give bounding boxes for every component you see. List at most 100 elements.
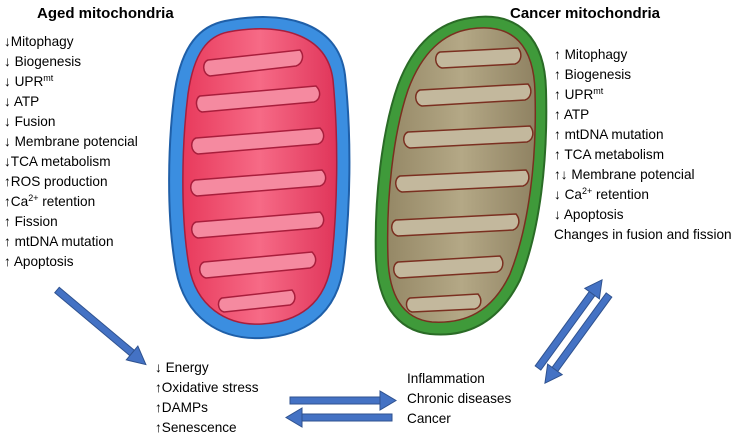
cancer-feature-item-text: mtDNA mutation (560, 127, 664, 142)
aged-feature-item-superscript: mt (43, 73, 54, 83)
change-arrow: ↑ (155, 380, 162, 395)
aged-feature-item-text-suffix: retention (38, 194, 96, 209)
cancer-feature-item: ↑↓ Membrane potencial (554, 165, 732, 185)
change-arrow: ↑ (554, 47, 561, 62)
consequences-to-outcomes-arrow (289, 390, 397, 411)
cancer-feature-item: ↑ UPRmt (554, 85, 732, 105)
cancer-feature-item-text: Biogenesis (560, 67, 632, 82)
aged-feature-item: ↓Mitophagy (4, 32, 138, 52)
change-arrow: ↑ (4, 234, 11, 249)
aged-feature-item-superscript: 2+ (28, 193, 39, 203)
cancer-feature-item: Changes in fusion and fission (554, 225, 732, 245)
aged-feature-item-text: Mitophagy (10, 34, 74, 49)
aged-cristae (190, 49, 327, 313)
consequence-item: ↑Oxidative stress (155, 378, 259, 398)
change-arrow: ↓ (4, 114, 11, 129)
consequence-item: ↑Senescence (155, 418, 259, 438)
cancer-to-outcomes-arrow (544, 292, 613, 385)
aged-feature-item: ↓ Membrane potencial (4, 132, 138, 152)
change-arrow: ↓ (4, 54, 11, 69)
cancer-feature-item-text: ATP (560, 107, 590, 122)
cancer-feature-item-text: Membrane potencial (567, 167, 695, 182)
aged-feature-item: ↓ Biogenesis (4, 52, 138, 72)
change-arrow: ↓ (4, 34, 11, 49)
change-arrow: ↑ (554, 67, 561, 82)
consequence-item: ↑DAMPs (155, 398, 259, 418)
change-arrow: ↓ (4, 134, 11, 149)
aged-feature-item: ↓ Fusion (4, 112, 138, 132)
aged-feature-item-text: mtDNA mutation (10, 234, 114, 249)
aged-feature-item-text: Apoptosis (10, 254, 74, 269)
aged-feature-item: ↓TCA metabolism (4, 152, 138, 172)
outcome-item-text: Chronic diseases (407, 391, 512, 406)
consequence-item-text: Energy (161, 360, 209, 375)
change-arrow: ↑ (554, 127, 561, 142)
change-arrow: ↑ (4, 214, 11, 229)
aged-to-consequences-arrow (54, 286, 147, 366)
change-arrow: ↑ (554, 87, 561, 102)
cancer-feature-item-text: Apoptosis (560, 207, 624, 222)
consequence-item-text: Senescence (161, 420, 237, 435)
cancer-feature-item-text: UPR (560, 87, 594, 102)
change-arrow: ↑ (4, 194, 11, 209)
aged-feature-item-text: Ca (10, 194, 29, 209)
change-arrow: ↑ (554, 147, 561, 162)
consequence-item-text: Oxidative stress (161, 380, 259, 395)
flow-arrows (54, 278, 613, 428)
aged-feature-item-text: ATP (10, 94, 40, 109)
aged-feature-item: ↓ UPRmt (4, 72, 138, 92)
change-arrow: ↓ (554, 187, 561, 202)
change-arrow: ↑ (4, 254, 11, 269)
change-arrow: ↑ (155, 400, 162, 415)
aged-feature-item-text: Biogenesis (10, 54, 82, 69)
outcome-item: Chronic diseases (407, 389, 511, 409)
cancer-feature-item-text: Mitophagy (560, 47, 628, 62)
aged-feature-item-text: UPR (10, 74, 44, 89)
aged-feature-item-text: TCA metabolism (10, 154, 111, 169)
consequence-item: ↓ Energy (155, 358, 259, 378)
outcome-item: Cancer (407, 409, 511, 429)
cancer-feature-item: ↑ mtDNA mutation (554, 125, 732, 145)
consequence-item-text: DAMPs (161, 400, 208, 415)
cancer-feature-item: ↑ TCA metabolism (554, 145, 732, 165)
aged-mitochondrion (168, 16, 351, 340)
cancer-feature-item: ↑ Biogenesis (554, 65, 732, 85)
change-arrow: ↑↓ (554, 167, 568, 182)
cancer-mitochondrion (374, 15, 548, 336)
change-arrow: ↓ (4, 74, 11, 89)
change-arrow: ↓ (554, 207, 561, 222)
aged-feature-item: ↑ Fission (4, 212, 138, 232)
aged-feature-item-text: Membrane potencial (10, 134, 138, 149)
aged-feature-item-text: Fission (10, 214, 58, 229)
aged-feature-item: ↑Ca2+ retention (4, 192, 138, 212)
aged-feature-item: ↑ROS production (4, 172, 138, 192)
aged-feature-item: ↑ mtDNA mutation (4, 232, 138, 252)
outcome-item-text: Inflammation (407, 371, 485, 386)
cancer-features-list: ↑ Mitophagy↑ Biogenesis↑ UPRmt↑ ATP↑ mtD… (554, 45, 732, 245)
cancer-feature-item-superscript: 2+ (581, 186, 593, 196)
change-arrow: ↑ (4, 174, 11, 189)
change-arrow: ↑ (554, 107, 561, 122)
cancer-feature-item-text-suffix: retention (592, 187, 649, 202)
aged-feature-item-text: ROS production (10, 174, 108, 189)
aged-feature-item: ↓ ATP (4, 92, 138, 112)
aged-features-list: ↓Mitophagy↓ Biogenesis↓ UPRmt↓ ATP↓ Fusi… (4, 32, 138, 272)
aged-feature-item: ↑ Apoptosis (4, 252, 138, 272)
outcomes-to-consequences-arrow (285, 407, 393, 428)
cancer-feature-item: ↑ Mitophagy (554, 45, 732, 65)
cancer-feature-item: ↓ Apoptosis (554, 205, 732, 225)
consequences-list: ↓ Energy↑Oxidative stress↑DAMPs↑Senescen… (155, 358, 259, 438)
cancer-feature-item: ↑ ATP (554, 105, 732, 125)
cancer-feature-item: ↓ Ca2+ retention (554, 185, 732, 205)
cancer-feature-item-text: Changes in fusion and fission (554, 227, 732, 242)
cancer-mitochondria-title: Cancer mitochondria (510, 5, 661, 22)
cancer-cristae (391, 47, 534, 313)
change-arrow: ↓ (4, 94, 11, 109)
cancer-feature-item-text: Ca (560, 187, 582, 202)
change-arrow: ↓ (4, 154, 11, 169)
outcomes-to-cancer-arrow (534, 278, 603, 371)
outcome-item: Inflammation (407, 369, 511, 389)
cancer-feature-item-superscript: mt (593, 86, 604, 96)
